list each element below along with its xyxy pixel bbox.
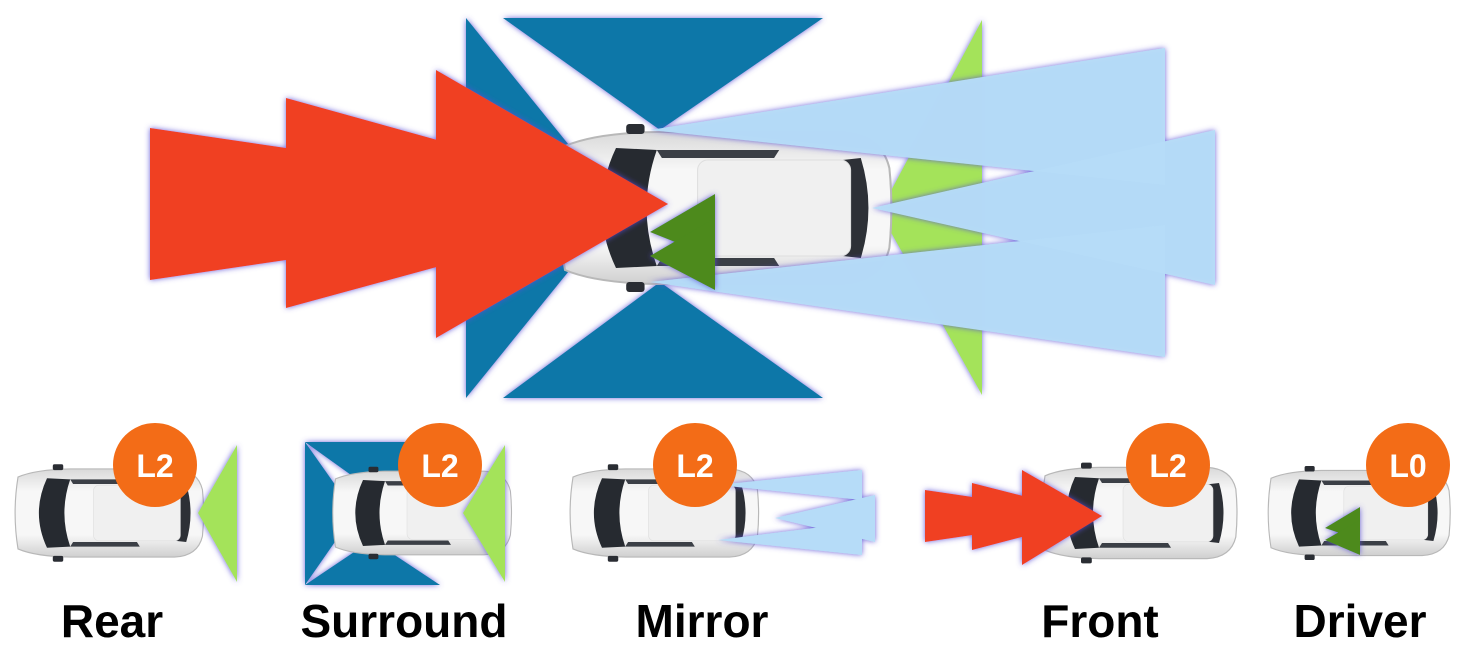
badge-rear-level: L2 bbox=[136, 448, 173, 484]
mode-surround: L2 Surround bbox=[301, 423, 513, 647]
badge-driver-level: L0 bbox=[1389, 448, 1426, 484]
badge-surround: L2 bbox=[398, 423, 482, 507]
badge-mirror-level: L2 bbox=[676, 448, 713, 484]
mode-label-driver: Driver bbox=[1294, 595, 1427, 647]
mirror-fov-upper bbox=[650, 48, 1165, 185]
front-mode-fov bbox=[925, 470, 1102, 565]
mode-mirror: L2 Mirror bbox=[569, 423, 875, 647]
mirror-mode-fov-upper bbox=[718, 470, 862, 500]
mirror-fov-lower bbox=[650, 225, 1165, 357]
badge-front: L2 bbox=[1126, 423, 1210, 507]
mode-label-rear: Rear bbox=[61, 595, 163, 647]
surround-mode-fov-left bbox=[305, 442, 355, 585]
driver-camera-fov-main bbox=[650, 194, 715, 290]
front-mode-fov-narrow bbox=[1022, 470, 1102, 565]
mode-label-front: Front bbox=[1041, 595, 1159, 647]
mode-label-mirror: Mirror bbox=[636, 595, 769, 647]
mirror-camera-fov-main bbox=[650, 48, 1215, 357]
badge-mirror: L2 bbox=[653, 423, 737, 507]
mode-driver: L0 Driver bbox=[1267, 423, 1451, 647]
badge-driver: L0 bbox=[1366, 423, 1450, 507]
mode-front: L2 Front bbox=[925, 423, 1238, 647]
driver-mode-fov bbox=[1325, 507, 1360, 555]
surround-fov-top bbox=[503, 18, 823, 130]
driver-mode-fov-lower bbox=[1325, 520, 1360, 555]
mode-rear: L2 Rear bbox=[14, 423, 237, 647]
rear-fov-narrow bbox=[436, 70, 668, 338]
surround-mode-fov-bottom bbox=[305, 540, 440, 585]
badge-rear: L2 bbox=[113, 423, 197, 507]
rear-mode-fov bbox=[198, 445, 237, 582]
mirror-mode-fov-lower bbox=[718, 522, 862, 555]
surround-mode-fov-right bbox=[463, 445, 505, 582]
badge-surround-level: L2 bbox=[421, 448, 458, 484]
driver-fov-lower bbox=[650, 218, 715, 290]
rear-camera-fov-main bbox=[150, 70, 668, 338]
mode-label-surround: Surround bbox=[301, 595, 508, 647]
surround-fov-bottom bbox=[503, 282, 823, 398]
badge-front-level: L2 bbox=[1149, 448, 1186, 484]
mirror-mode-fov bbox=[718, 470, 875, 555]
main-coverage-overview bbox=[150, 18, 1215, 398]
